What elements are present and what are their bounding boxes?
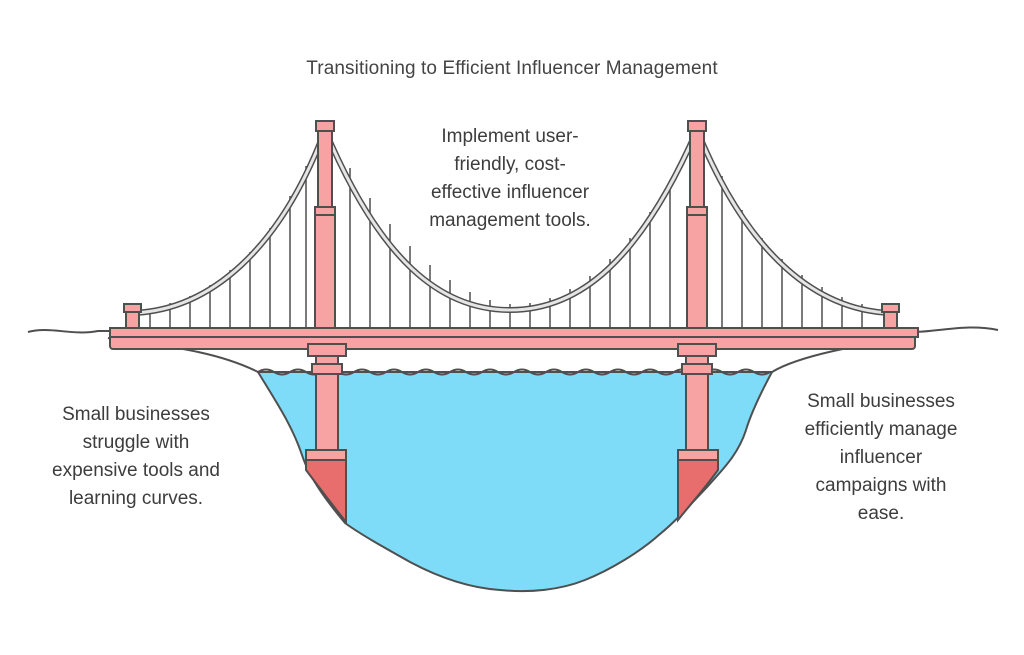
desired-state-caption-line: ease. <box>857 503 905 524</box>
solution-caption-line: management tools. <box>429 210 591 231</box>
right-anchor-post <box>881 303 900 329</box>
desired-state-caption-line: efficiently manage <box>804 419 958 440</box>
current-state-caption-line: learning curves. <box>68 488 204 509</box>
desired-state-caption-line: influencer <box>839 447 923 468</box>
current-state-caption: Small businesses struggle with expensive… <box>20 401 252 513</box>
desired-state-caption: Small businesses efficiently manage infl… <box>770 388 992 528</box>
left-tower <box>314 120 336 329</box>
current-state-caption-line: expensive tools and <box>52 460 220 481</box>
left-pier <box>305 343 347 525</box>
right-tower <box>686 120 708 329</box>
desired-state-caption-line: campaigns with <box>815 475 947 496</box>
solution-caption-line: effective influencer <box>430 182 590 203</box>
solution-caption-line: Implement user- <box>441 126 579 147</box>
current-state-caption-line: struggle with <box>82 432 190 453</box>
right-pier <box>677 343 719 523</box>
solution-caption-line: friendly, cost- <box>454 154 566 175</box>
current-state-caption-line: Small businesses <box>62 404 210 425</box>
bridge-deck <box>109 327 919 338</box>
desired-state-caption-line: Small businesses <box>807 391 955 412</box>
solution-caption: Implement user- friendly, cost- effectiv… <box>392 123 628 235</box>
main-cables <box>130 121 893 316</box>
suspender-cables <box>149 166 863 330</box>
diagram-title: Transitioning to Efficient Influencer Ma… <box>306 58 718 79</box>
left-anchor-post <box>123 303 142 329</box>
